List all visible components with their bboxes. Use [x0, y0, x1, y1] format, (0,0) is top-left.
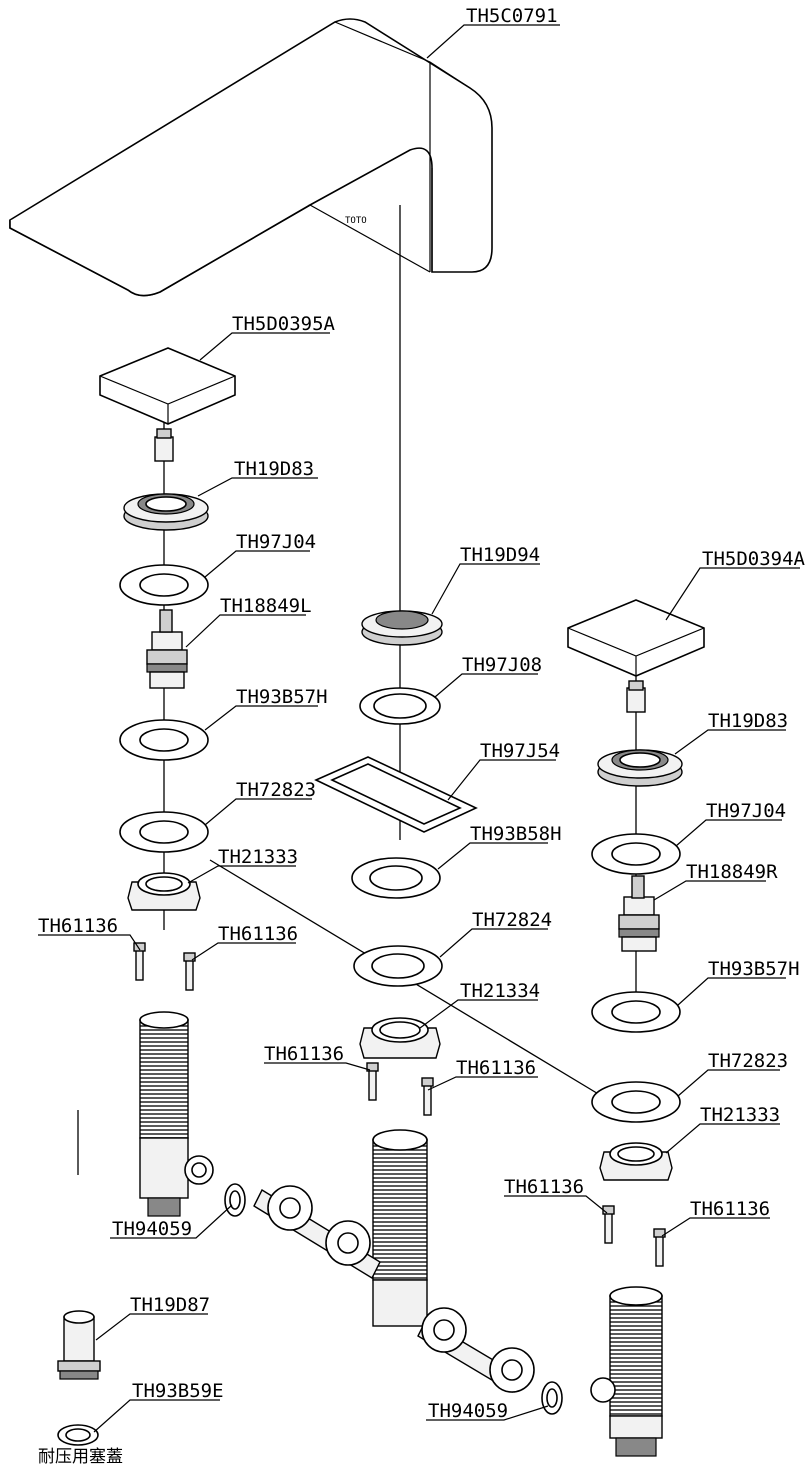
leader-lines — [38, 24, 800, 1433]
label-washer-center-2: TH93B58H — [470, 823, 562, 845]
label-screw-center-b: TH61136 — [456, 1057, 536, 1079]
washer-center-2-part — [351, 857, 441, 899]
label-screw-right-a: TH61136 — [504, 1176, 584, 1198]
flange-center-part — [359, 1017, 441, 1059]
valve-body-center-part — [372, 1129, 428, 1327]
label-plug: TH19D87 — [130, 1294, 210, 1316]
label-washer-left-2: TH93B57H — [236, 686, 328, 708]
spout-part: TOTO — [9, 18, 493, 297]
label-screw-center-a: TH61136 — [264, 1043, 344, 1065]
label-handle-left: TH5D0395A — [232, 313, 336, 335]
gasket-center-part — [314, 756, 478, 833]
washer-left-3-part — [119, 811, 209, 853]
washer-center-3-part — [353, 945, 443, 987]
label-washer-right-2: TH93B57H — [708, 958, 800, 980]
seal-left-part — [224, 1183, 246, 1217]
cartridge-right-part — [618, 875, 660, 952]
label-flange-right: TH21333 — [700, 1104, 780, 1126]
label-seal-right: TH94059 — [428, 1400, 508, 1422]
flange-left-part — [127, 872, 201, 911]
screw-right-b-part — [653, 1228, 666, 1267]
label-screw-left-a: TH61136 — [38, 915, 118, 937]
plug-part — [57, 1310, 101, 1380]
flange-right-part — [599, 1142, 673, 1181]
label-plug-washer: TH93B59E — [132, 1380, 224, 1402]
cartridge-left-part — [146, 609, 188, 689]
connector-pipe-right — [417, 1307, 535, 1393]
valve-body-left-part — [139, 1011, 214, 1217]
label-nut-left: TH19D83 — [234, 458, 314, 480]
screw-left-b-part — [183, 952, 196, 991]
part-labels: TH5C0791 TH5D0395A TH19D83 TH97J04 TH188… — [38, 5, 806, 1467]
plug-washer-part — [57, 1424, 99, 1446]
washer-center-1-part — [359, 687, 441, 725]
washer-right-1-part — [591, 833, 681, 875]
label-washer-left-3: TH72823 — [236, 779, 316, 801]
label-washer-center-1: TH97J08 — [462, 654, 542, 676]
label-gasket-center: TH97J54 — [480, 740, 560, 762]
label-washer-left-1: TH97J04 — [236, 531, 316, 553]
screw-center-b-part — [421, 1077, 434, 1116]
label-washer-center-3: TH72824 — [472, 909, 552, 931]
handle-right-part — [567, 599, 705, 713]
caption-pressure-plug: 耐压用塞蓋 — [38, 1447, 123, 1467]
washer-left-1-part — [119, 564, 209, 606]
washer-right-3-part — [591, 1081, 681, 1123]
nut-left-part — [123, 493, 209, 531]
label-screw-left-b: TH61136 — [218, 923, 298, 945]
label-washer-right-3: TH72823 — [708, 1050, 788, 1072]
washer-left-2-part — [119, 719, 209, 761]
label-cartridge-left: TH18849L — [220, 595, 312, 617]
screw-center-a-part — [366, 1062, 379, 1101]
label-nut-right: TH19D83 — [708, 710, 788, 732]
valve-body-right-part — [590, 1286, 663, 1457]
label-handle-right: TH5D0394A — [702, 548, 806, 570]
seal-right-part — [541, 1381, 563, 1415]
label-nut-center: TH19D94 — [460, 544, 540, 566]
label-spout: TH5C0791 — [466, 5, 558, 27]
handle-left-part — [99, 347, 236, 462]
brand-mark: TOTO — [345, 216, 367, 226]
label-flange-center: TH21334 — [460, 980, 540, 1002]
nut-right-part — [597, 749, 683, 787]
label-seal-left: TH94059 — [112, 1218, 192, 1240]
label-flange-left: TH21333 — [218, 846, 298, 868]
washer-right-2-part — [591, 991, 681, 1033]
nut-center-part — [361, 610, 443, 646]
label-washer-right-1: TH97J04 — [706, 800, 786, 822]
label-cartridge-right: TH18849R — [686, 861, 778, 883]
label-screw-right-b: TH61136 — [690, 1198, 770, 1220]
connector-pipe-left — [253, 1185, 381, 1279]
